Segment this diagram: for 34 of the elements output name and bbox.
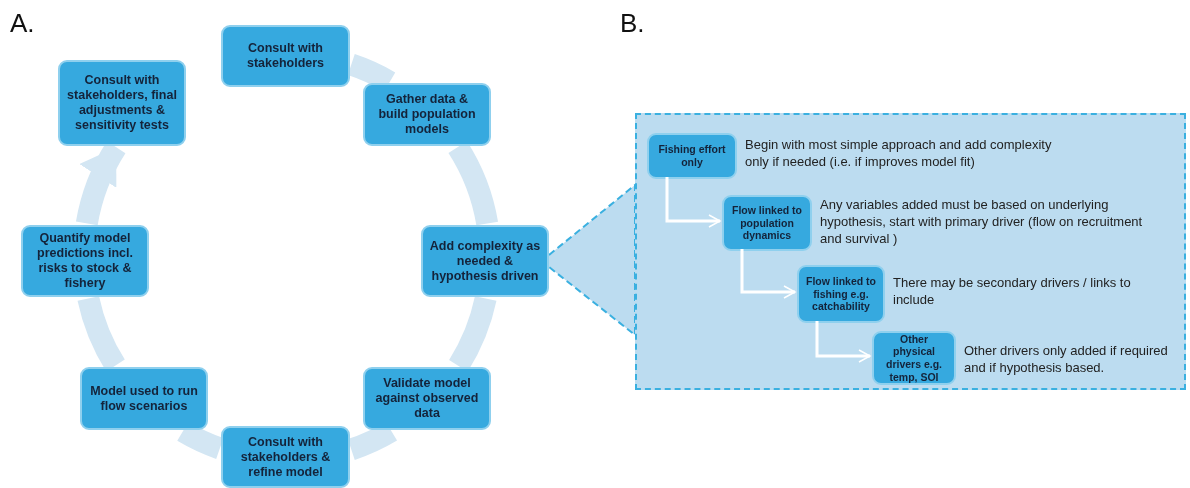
process-box: [797, 265, 885, 323]
process-box: [363, 367, 491, 430]
callout-wedge: [548, 182, 636, 338]
step-text: Add complexity as needed & hypothesis driven: [429, 238, 541, 283]
step-text: Model used to run flow scenarios: [90, 383, 198, 413]
process-box: [221, 426, 350, 488]
panel-label: B.: [620, 8, 645, 39]
step-text: Gather data & build population models: [378, 92, 476, 136]
step-text: Flow linked to fishing e.g. catchability: [806, 275, 876, 313]
step-text: Quantify model predictions incl. risks to stock & fishery: [37, 231, 133, 290]
step-text: Fishing effort only: [658, 143, 726, 168]
description-text: Any variables added must be based on underlying hypothesis, start with primary driver (flow on recruitment and survival ): [820, 197, 1144, 248]
step-text: Other physical drivers e.g. temp, SOI: [886, 332, 942, 383]
process-box: [421, 225, 549, 297]
elbow-arrow: [665, 177, 721, 228]
process-box: [722, 195, 812, 251]
process-box: [872, 331, 956, 385]
elbow-arrow: [815, 321, 871, 363]
process-box: [647, 133, 737, 179]
description-text: Begin with most simple approach and add complexity only if needed (i.e. if improves model fit): [745, 137, 1053, 171]
description-text: There may be secondary drivers / links to include: [893, 275, 1132, 309]
elbow-arrow: [740, 249, 796, 299]
step-text: Flow linked to population dynamics: [732, 204, 802, 242]
process-box: [221, 25, 350, 87]
step-text: Consult with stakeholders & refine model: [240, 434, 331, 479]
step-text: Consult with stakeholders: [246, 41, 325, 70]
step-text: Validate model against observed data: [375, 376, 479, 420]
panel-label: A.: [10, 8, 35, 39]
step-text: Consult with stakeholders, final adjustments & sensitivity tests: [67, 73, 177, 132]
process-box: [21, 225, 149, 297]
process-box: [58, 60, 186, 146]
process-box: [363, 83, 491, 146]
process-box: [80, 367, 208, 430]
description-text: Other drivers only added if required and if hypothesis based.: [964, 343, 1169, 377]
